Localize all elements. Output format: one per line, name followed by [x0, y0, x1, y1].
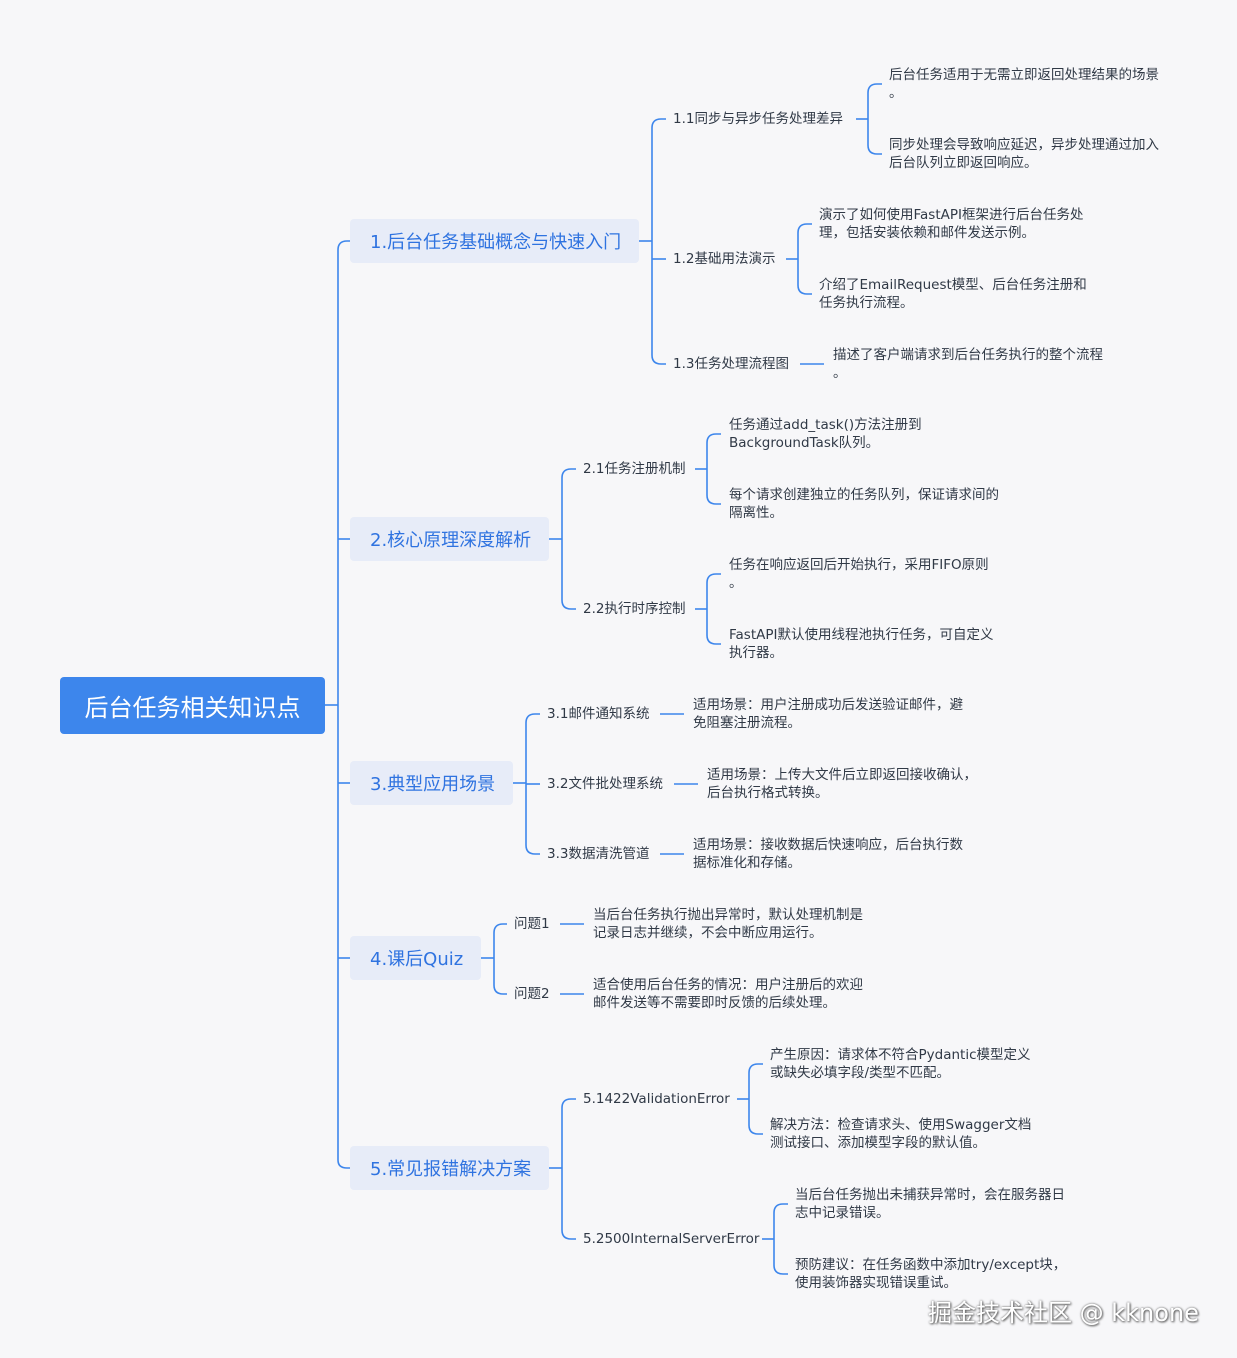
leaf-3-2-a: 适用场景：上传大文件后立即返回接收确认， 后台执行格式转换。: [707, 767, 977, 801]
node-1-2[interactable]: 1.2基础用法演示: [673, 251, 776, 267]
leaf-quiz-1: 当后台任务执行抛出异常时，默认处理机制是 记录日志并继续，不会中断应用运行。: [593, 907, 863, 941]
leaf-2-1-a: 任务通过add_task()方法注册到 BackgroundTask队列。: [729, 417, 922, 451]
node-3-2[interactable]: 3.2文件批处理系统: [547, 776, 663, 792]
watermark: 掘金技术社区 @ kknone: [928, 1299, 1199, 1327]
leaf-5-1-b: 解决方法：检查请求头、使用Swagger文档 测试接口、添加模型字段的默认值。: [770, 1117, 1032, 1151]
leaf-1-2-a: 演示了如何使用FastAPI框架进行后台任务处 理，包括安装依赖和邮件发送示例。: [819, 207, 1084, 241]
leaf-2-2-a: 任务在响应返回后开始执行，采用FIFO原则 。: [729, 557, 989, 591]
node-3-3[interactable]: 3.3数据清洗管道: [547, 846, 650, 862]
branch-quiz[interactable]: 4.课后Quiz: [350, 936, 481, 980]
leaf-1-2-b: 介绍了EmailRequest模型、后台任务注册和 任务执行流程。: [819, 277, 1087, 311]
leaf-2-2-b: FastAPI默认使用线程池执行任务，可自定义 执行器。: [729, 627, 994, 661]
branch-principles[interactable]: 2.核心原理深度解析: [350, 517, 549, 561]
leaf-5-1-a: 产生原因：请求体不符合Pydantic模型定义 或缺失必填字段/类型不匹配。: [770, 1047, 1031, 1081]
leaf-5-2-a: 当后台任务抛出未捕获异常时，会在服务器日 志中记录错误。: [795, 1187, 1065, 1221]
leaf-1-3-a: 描述了客户端请求到后台任务执行的整个流程 。: [833, 347, 1103, 381]
leaf-quiz-2: 适合使用后台任务的情况：用户注册后的欢迎 邮件发送等不需要即时反馈的后续处理。: [593, 977, 863, 1011]
leaf-1-1-b: 同步处理会导致响应延迟，异步处理通过加入 后台队列立即返回响应。: [889, 137, 1159, 171]
node-quiz-1[interactable]: 问题1: [514, 916, 550, 932]
branch-errors[interactable]: 5.常见报错解决方案: [350, 1146, 549, 1190]
node-quiz-2[interactable]: 问题2: [514, 986, 550, 1002]
node-5-2[interactable]: 5.2500InternalServerError: [583, 1231, 760, 1247]
leaf-3-1-a: 适用场景：用户注册成功后发送验证邮件，避 免阻塞注册流程。: [693, 697, 963, 731]
leaf-5-2-b: 预防建议：在任务函数中添加try/except块， 使用装饰器实现错误重试。: [795, 1257, 1067, 1291]
node-5-1[interactable]: 5.1422ValidationError: [583, 1091, 730, 1107]
root-node[interactable]: 后台任务相关知识点: [60, 677, 325, 734]
node-1-3[interactable]: 1.3任务处理流程图: [673, 356, 789, 372]
node-2-1[interactable]: 2.1任务注册机制: [583, 461, 686, 477]
node-1-1[interactable]: 1.1同步与异步任务处理差异: [673, 111, 843, 127]
node-3-1[interactable]: 3.1邮件通知系统: [547, 706, 650, 722]
leaf-1-1-a: 后台任务适用于无需立即返回处理结果的场景 。: [889, 67, 1159, 101]
branch-basics[interactable]: 1.后台任务基础概念与快速入门: [350, 219, 639, 263]
node-2-2[interactable]: 2.2执行时序控制: [583, 601, 686, 617]
leaf-2-1-b: 每个请求创建独立的任务队列，保证请求间的 隔离性。: [729, 487, 999, 521]
leaf-3-3-a: 适用场景：接收数据后快速响应，后台执行数 据标准化和存储。: [693, 837, 963, 871]
branch-scenarios[interactable]: 3.典型应用场景: [350, 761, 513, 805]
